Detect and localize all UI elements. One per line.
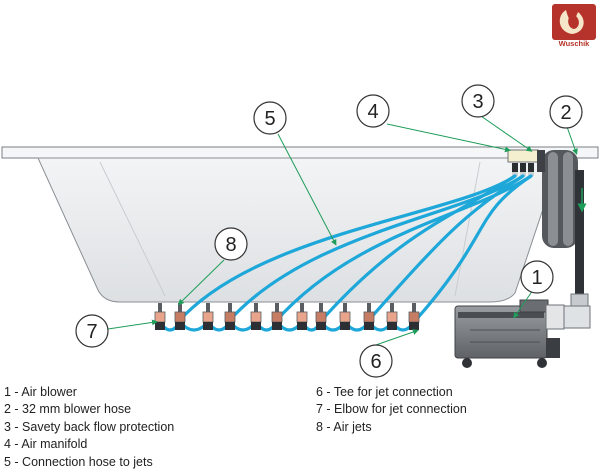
- callout-circle: [75, 314, 109, 348]
- air-jet: [158, 303, 162, 312]
- connection-hose: [226, 174, 525, 324]
- callout-leader-line: [513, 289, 534, 319]
- connection-hose: [412, 174, 533, 324]
- connection-hose: [176, 174, 517, 324]
- connection-hose: [365, 174, 525, 324]
- jet-tee: [408, 311, 420, 323]
- wuschik-logo: Wuschik: [552, 4, 596, 48]
- air-jet: [343, 303, 347, 312]
- jet-fitting-base: [387, 322, 397, 330]
- legend-item: 5 - Connection hose to jets: [4, 454, 153, 469]
- callout-marker: 8: [214, 227, 248, 261]
- callout-number: 6: [370, 351, 381, 373]
- jet-fitting-base: [409, 322, 419, 330]
- legend-right-column: 6 - Tee for jet connection 7 - Elbow for…: [316, 384, 467, 436]
- legend-item: 7 - Elbow for jet connection: [316, 402, 467, 417]
- legend-item: 3 - Savety back flow protection: [4, 419, 175, 434]
- callout-circle: [359, 344, 393, 378]
- jet-tee: [271, 311, 283, 323]
- jet-tee: [224, 311, 236, 323]
- jet-chain-hose: [158, 319, 416, 332]
- jet-elbow: [296, 311, 308, 323]
- jet-fitting-base: [155, 322, 165, 330]
- callout-circle: [356, 94, 390, 128]
- callout-leader-line: [477, 113, 533, 152]
- callout-circle: [549, 95, 583, 129]
- callout-number: 2: [560, 102, 571, 124]
- legend-item: 2 - 32 mm blower hose: [4, 402, 132, 417]
- jet-fitting-base: [316, 322, 326, 330]
- jet-fitting-base: [251, 322, 261, 330]
- callout-marker: 7: [75, 314, 109, 348]
- callout-leader-line: [177, 259, 225, 306]
- callout-number: 5: [264, 108, 275, 130]
- legend-item: 6 - Tee for jet connection: [316, 385, 453, 399]
- callout-circle: [253, 101, 287, 135]
- callout-circle: [461, 84, 495, 118]
- jet-elbow: [202, 311, 214, 323]
- jet-elbow: [250, 311, 262, 323]
- callout-number: 4: [367, 101, 378, 123]
- callout-number: 8: [225, 234, 236, 256]
- legend-item: 4 - Air manifold: [4, 437, 88, 452]
- air-jet: [275, 303, 279, 312]
- legend-item: 8 - Air jets: [316, 419, 372, 434]
- callout-marker: 5: [253, 101, 287, 135]
- backflow-protection: [537, 150, 545, 172]
- callout-marker: 2: [549, 95, 583, 129]
- callout-leader-line: [372, 329, 419, 347]
- jet-fitting-base: [272, 322, 282, 330]
- bathtub-body: [37, 157, 561, 303]
- jet-fitting-base: [203, 322, 213, 330]
- air-manifold: [507, 149, 539, 176]
- callout-circle: [520, 260, 554, 294]
- air-jet: [178, 303, 182, 312]
- air-jet: [390, 303, 394, 312]
- jet-elbow: [154, 311, 166, 323]
- jet-fittings: [154, 303, 420, 330]
- air-jet: [300, 303, 304, 312]
- bathtub-inner-line: [99, 161, 481, 297]
- legend-item: 1 - Air blower: [4, 385, 77, 399]
- jet-elbow: [339, 311, 351, 323]
- jet-tee: [315, 311, 327, 323]
- callout-leader-line: [277, 133, 337, 246]
- jet-fitting-base: [175, 322, 185, 330]
- jet-elbow: [386, 311, 398, 323]
- air-jet: [367, 303, 371, 312]
- air-jet: [206, 303, 210, 312]
- air-jet: [228, 303, 232, 312]
- callout-circle: [214, 227, 248, 261]
- callout-number: 1: [531, 267, 542, 289]
- connection-hoses: [158, 174, 533, 332]
- connection-hose: [318, 174, 517, 324]
- air-jet: [319, 303, 323, 312]
- jet-fitting-base: [340, 322, 350, 330]
- callout-marker: 6: [359, 344, 393, 378]
- jet-tee: [174, 311, 186, 323]
- callout-marker: 3: [461, 84, 495, 118]
- callout-leader-line: [386, 123, 511, 153]
- jet-fitting-base: [364, 322, 374, 330]
- callout-number: 3: [472, 91, 483, 113]
- air-jet: [412, 303, 416, 312]
- callout-marker: 1: [520, 260, 554, 294]
- blower-hose: [542, 150, 591, 329]
- callout-leader-line: [565, 123, 578, 155]
- air-jet: [254, 303, 258, 312]
- callout-markers: 1 2 3 4 5 6 7 8: [75, 84, 583, 378]
- jet-fitting-base: [225, 322, 235, 330]
- callout-marker: 4: [356, 94, 390, 128]
- brand-name: Wuschik: [559, 39, 591, 48]
- callout-leader-line: [107, 319, 158, 330]
- callout-leader-lines: [107, 113, 578, 347]
- jet-tee: [363, 311, 375, 323]
- callout-number: 7: [86, 321, 97, 343]
- legend-left-column: 1 - Air blower 2 - 32 mm blower hose 3 -…: [4, 384, 174, 471]
- air-blower: [454, 299, 565, 368]
- jet-fitting-base: [297, 322, 307, 330]
- connection-hose: [273, 174, 533, 324]
